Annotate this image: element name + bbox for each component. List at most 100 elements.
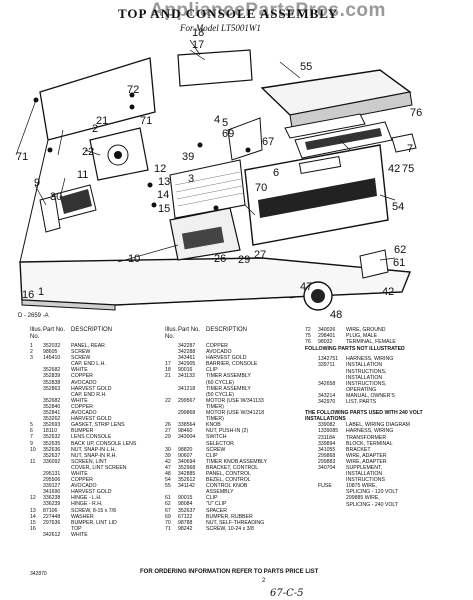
part-description: SCREW, 10-24 x 3/8 xyxy=(206,525,254,532)
part-no: 90607 xyxy=(178,452,193,459)
callout-number: 30 xyxy=(50,191,62,203)
part-no: 340026 xyxy=(318,327,336,333)
part-no: 299868 xyxy=(178,410,196,417)
part-description: HARVEST GOLD xyxy=(71,489,112,496)
part-no: 352693 xyxy=(43,422,61,429)
illus-no: 29 xyxy=(165,434,171,441)
part-no: 339894 xyxy=(318,440,336,447)
part-description: SPACER xyxy=(206,507,227,514)
top-panel-edge xyxy=(21,299,116,311)
part-description: NUT, SNAP-IN L.H. xyxy=(71,446,116,453)
part-description: SUPPLEMENT, xyxy=(346,464,383,471)
parts-row: SPLICING - 240 VOLT xyxy=(305,502,450,508)
parts-row: (60 CYCLE) xyxy=(165,380,290,386)
parts-row: INSTRUCTIONS, xyxy=(305,369,450,375)
part-description: SCREW xyxy=(206,446,226,453)
callout-number: 76 xyxy=(410,107,422,119)
part-no: 98605 xyxy=(43,349,58,356)
illus-no xyxy=(305,502,318,508)
callout-number: 67 xyxy=(262,136,274,148)
part-no: 342905 xyxy=(178,361,196,368)
callout-number: 9 xyxy=(34,177,40,189)
part-no: 342612 xyxy=(43,531,61,538)
callout-number: 11 xyxy=(77,169,88,181)
part-no: 98788 xyxy=(178,519,193,526)
illus-no: 48 xyxy=(165,470,171,477)
parts-row: CAP, END L.H. xyxy=(30,361,158,367)
illus-no: 69 xyxy=(165,513,171,520)
parts-row: INSTALLATION xyxy=(305,375,450,381)
callout-number: 42 xyxy=(382,286,394,298)
page-number: 2 xyxy=(262,578,266,584)
parts-row: SPLICING - 120 VOLT xyxy=(305,489,450,495)
page-title: TOP AND CONSOLE ASSEMBLY xyxy=(118,6,339,21)
part-no: 339127 xyxy=(43,483,61,490)
part-description: COPPER xyxy=(206,343,228,349)
part-no: 339082 xyxy=(318,422,336,429)
part-description: BARRIER, CONSOLE xyxy=(206,361,258,368)
part-no: 352632 xyxy=(43,434,61,441)
part-no: 340704 xyxy=(318,464,336,471)
part-description: TERMINAL, FEMALE xyxy=(346,339,396,346)
header-part: Part No. xyxy=(178,327,201,333)
part-description: AVOCADO xyxy=(71,410,97,417)
part-no: 1342751 xyxy=(318,356,339,363)
callout-number: 18 xyxy=(192,27,204,39)
lint-screen xyxy=(169,159,246,219)
part-description: BRACKET, CONTROL xyxy=(206,464,259,471)
parts-row: 340704 SUPPLEMENT, xyxy=(305,465,450,471)
part-no: 341055 xyxy=(318,446,336,453)
part-no xyxy=(318,502,346,508)
part-no: 352968 xyxy=(178,464,196,471)
part-description: TIMER KNOB ASSEMBLY xyxy=(206,458,268,465)
part-no: 67122 xyxy=(178,513,193,520)
illus-no: 55 xyxy=(165,483,171,490)
callout-number: 14 xyxy=(157,189,169,201)
part-description: WHITE xyxy=(71,470,88,477)
part-no: 336092 xyxy=(43,458,61,465)
part-description: SELECTOR xyxy=(206,440,234,447)
part-description: INSTRUCTIONS, xyxy=(346,380,387,387)
illus-no: 22 xyxy=(165,397,171,404)
part-description: INSTRUCTIONS, xyxy=(346,368,387,375)
part-no: 297636 xyxy=(43,519,61,526)
part-description: BACK UP, CONSOLE LENS xyxy=(71,440,137,447)
parts-row: TIMER) xyxy=(165,416,290,422)
callout-number: 42 xyxy=(388,163,400,175)
part-description: HINGE - R.H. xyxy=(71,501,103,508)
parts-row: CAP, END R.H. xyxy=(30,392,158,398)
part-description: HARVEST GOLD xyxy=(71,385,112,392)
part-no: 341218 xyxy=(178,385,196,392)
part-description: LIST, PARTS xyxy=(346,399,377,406)
callout-number: 39 xyxy=(182,151,194,163)
parts-row: TIMER) xyxy=(165,404,290,410)
illus-no: 2 xyxy=(30,349,33,356)
parts-row: 299885 WIRE, xyxy=(305,495,450,501)
callout-number: 10 xyxy=(128,253,140,265)
240-volt-note: THE FOLLOWING PARTS USED WITH 240 VOLT I… xyxy=(305,410,423,423)
part-description: SPLICING - 240 VOLT xyxy=(346,501,399,508)
part-description: GASKET, STRIP LENS xyxy=(71,422,125,429)
illus-no: 7 xyxy=(30,434,33,441)
part-no: 295506 xyxy=(43,477,61,484)
illus-no: 71 xyxy=(165,525,171,532)
part-description: WIRE, ADAPTER xyxy=(346,452,387,459)
part-no: 98084 xyxy=(178,501,193,508)
part-description: AVOCADO xyxy=(71,483,97,490)
illus-no: 61 xyxy=(165,495,171,502)
